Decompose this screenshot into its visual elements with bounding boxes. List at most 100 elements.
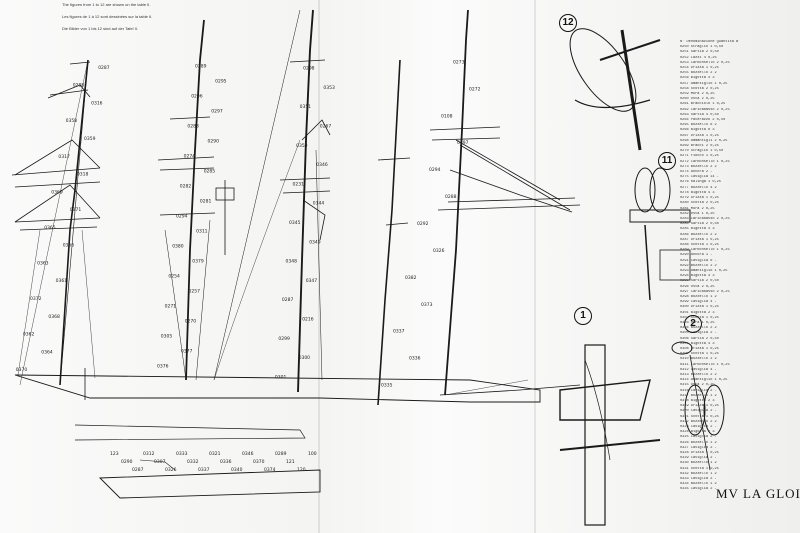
legend-row: 0250 Straglio 1 0,50 (680, 45, 724, 50)
rigging-label: 0358 (66, 118, 78, 124)
rigging-label: 0326 (433, 248, 445, 254)
legend-row: 0328 Drizza 1 0,25 (680, 451, 719, 456)
rigging-label: 0369 (51, 189, 63, 195)
legend-row: 0282 Osta 1 0,25 (680, 211, 715, 216)
legend-row: 0262 Caricabasso 2 0,25 (680, 107, 730, 112)
hull-label: 120 (297, 467, 306, 473)
rigging-label: 0371 (70, 207, 82, 213)
hull-label: 0374 (264, 467, 276, 473)
mizzen-mast (213, 9, 331, 393)
legend-row: 0273 Bozzello 2 2 (680, 164, 717, 169)
rigging-label: 0292 (417, 221, 429, 227)
legend-row: 0331 Scotta 1 0,25 (680, 466, 719, 471)
hull-label: 0346 (242, 451, 254, 457)
legend-row: 0253 Carbonsello 2 0,25 (680, 60, 730, 65)
legend-row: 0304 Bozzello 2 2 (680, 326, 717, 331)
rigging-label: 0363 (37, 260, 49, 266)
rigging-label: 0311 (196, 229, 208, 235)
legend-row: 0279 Drizza 1 0,25 (680, 196, 719, 201)
legend-row: 0310 Bozzello 2 2 (680, 357, 717, 362)
rigging-label: 0336 (409, 356, 421, 362)
legend-row: 0255 Bozzello 2 2 (680, 71, 717, 76)
rigging-label: 0296 (191, 94, 203, 100)
hull-label: 0326 (165, 467, 177, 473)
rigging-label: 0297 (457, 140, 469, 146)
rigging-label: 0305 (161, 334, 173, 340)
legend-row: 0288 Scotta 1 0,25 (680, 242, 719, 247)
rigging-label: 0267 (320, 124, 332, 130)
rigging-label: 0273 (453, 60, 465, 66)
rigging-label: 0346 (316, 162, 328, 168)
rigging-label: 0294 (429, 167, 441, 173)
rigging-label: 0289 (195, 64, 207, 70)
legend-row: 0324 Bigotta 2 3 (680, 430, 715, 435)
hull-label: 0307 (154, 459, 166, 465)
legend-row: 0323 Caviglia 2 - (680, 425, 717, 430)
rigging-label: 0373 (421, 302, 433, 308)
legend-row: 0299 Caviglia 4 - (680, 300, 717, 305)
fore-mast (11, 59, 101, 386)
rigging-label: 0350 (296, 143, 308, 149)
sheet-note-3: Die Bilder von 1 bis 12 sind auf der Taf… (62, 26, 138, 31)
rigging-label: 0297 (211, 109, 223, 115)
legend-row: 0269 Bracci 2 0,25 (680, 144, 719, 149)
detail-2 (671, 341, 725, 471)
legend-row: 0285 Bigotta 4 3 (680, 227, 715, 232)
hull-labels: 1230290028703120307032603330332033703210… (110, 451, 317, 473)
legend-row: 0325 Caviglia 2 - (680, 435, 717, 440)
legend-row: 0280 Scotta 2 0,25 (680, 201, 719, 206)
jigger-mast (377, 9, 581, 406)
legend-row: 0254 Drizza 1 0,25 (680, 66, 719, 71)
legend-row: 0286 Bozzello 2 2 (680, 232, 717, 237)
main-mast (157, 19, 235, 381)
rigging-label: 0254 (168, 274, 180, 280)
rigging-label: 0370 (16, 367, 28, 373)
hull-label: 0336 (220, 459, 232, 465)
detail-number-12: 12 (559, 14, 577, 32)
hull-label: 0333 (176, 451, 188, 457)
sheet-note-2: Les figures de 1 à 12 sont dessinées sur… (62, 14, 153, 19)
legend-row: 0313 Bozzello 2 2 (680, 373, 717, 377)
legend-row: 0319 Drizza 1 0,25 (680, 404, 719, 409)
legend-row: 0261 Bracciolo 1 0,25 (680, 102, 726, 107)
legend-row: 0321 Scotta 1 0,25 (680, 414, 719, 419)
sheet-note-1: The figures from 1 to 12 are shown on th… (62, 2, 151, 7)
legend-row: 0308 Drizza 1 0,25 (680, 346, 719, 351)
legend-row: 0327 Caviglia 2 - (680, 445, 717, 450)
hull-label: 0321 (209, 451, 221, 457)
detail-number-2: 2 (684, 315, 702, 333)
legend-row: 0251 Sartia 2 0,50 (680, 50, 719, 55)
legend-row: 0267 Drizza 1 0,25 (680, 133, 719, 138)
rigging-label: 0345 (289, 220, 301, 226)
legend-row: 0290 Ancora 1 - (680, 253, 713, 258)
legend-row: 0257 Amantiglio 1 0,25 (680, 81, 728, 86)
legend-row: 0296 Osta 2 0,25 (680, 284, 715, 289)
rigging-label: 0362 (23, 332, 35, 338)
rigging-label: 0287 (282, 297, 294, 303)
plan-lines (11, 9, 725, 526)
rigging-label: 0372 (30, 296, 42, 302)
rigging-label: 0380 (172, 244, 184, 250)
rigging-label: 0335 (381, 383, 393, 389)
hull-label: 0370 (253, 459, 265, 465)
legend-row: 0293 Amantiglio 1 0,25 (680, 268, 728, 273)
hull-label: 0332 (187, 459, 199, 465)
legend-row: 0266 Bigotta 8 3 (680, 128, 715, 133)
rigging-label: 0108 (441, 113, 453, 119)
rigging-label: 0349 (309, 239, 321, 245)
hull (14, 368, 541, 499)
legend-row: 0252 Lazzi 4 0,25 (680, 55, 717, 60)
legend-row: 0289 Carbonsello 1 0,25 (680, 248, 730, 253)
rigging-label: 0379 (192, 259, 204, 265)
legend-row: 0330 Bozzello 1 2 (680, 461, 717, 466)
rigging-label: 0272 (469, 86, 481, 92)
legend-row: 0281 Mura 2 0,25 (680, 206, 715, 211)
rigging-label: 0353 (323, 85, 335, 91)
legend-row: 0301 Bigotta 2 3 (680, 310, 715, 315)
legend-row: 0263 Sartia 4 0,50 (680, 112, 719, 117)
rigging-label: 0281 (200, 199, 212, 205)
legend-row: 0334 Bozzello 1 2 (680, 482, 717, 487)
legend-row: 0270 Straglio 1 0,50 (680, 149, 724, 154)
plan-title: MV LA GLOIR (716, 486, 800, 501)
legend-row: 0287 Drizza 1 0,25 (680, 237, 719, 242)
